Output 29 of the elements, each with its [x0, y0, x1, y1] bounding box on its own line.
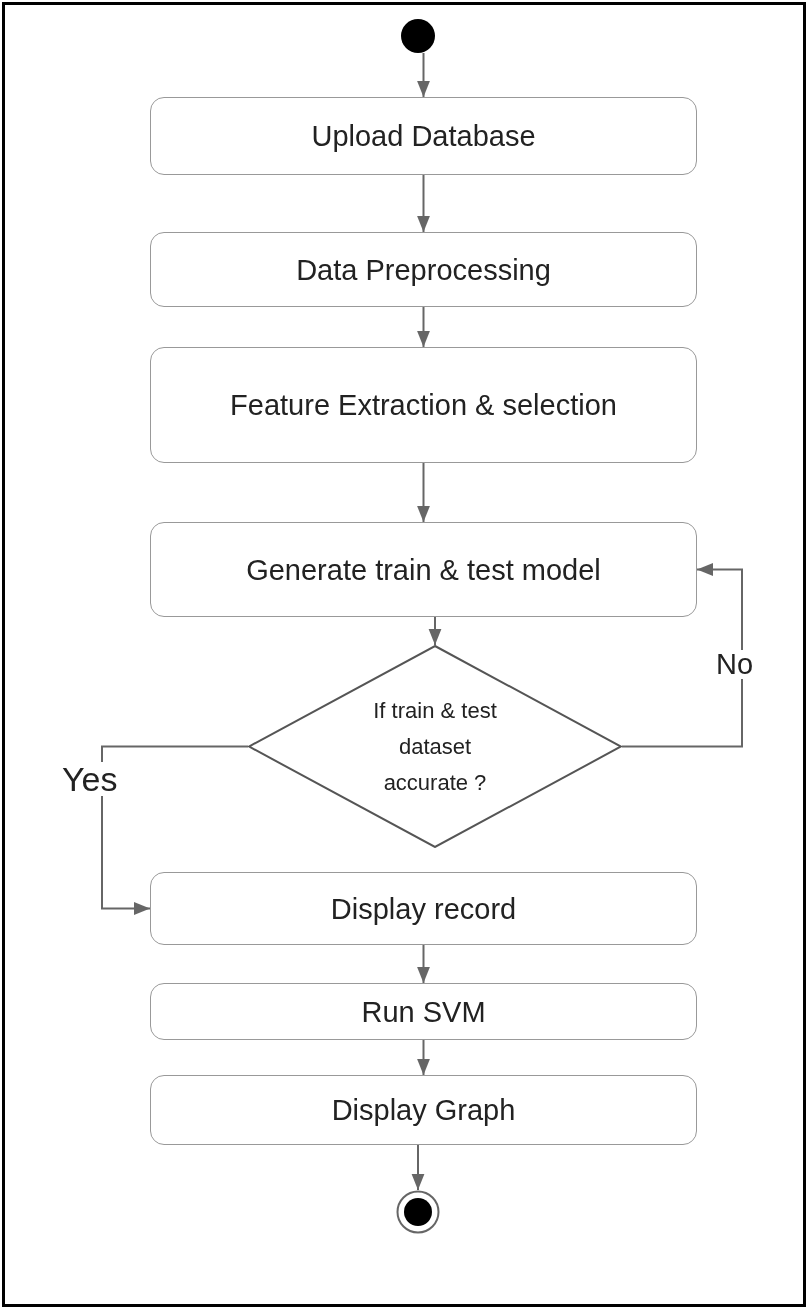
arrow — [417, 306, 430, 348]
edge-label: Yes — [62, 762, 118, 796]
process-label: Run SVM — [360, 994, 487, 1030]
process-box — [150, 232, 697, 307]
arrow — [417, 1039, 430, 1076]
arrow — [417, 944, 430, 984]
process-box — [150, 97, 697, 175]
process-box — [150, 983, 697, 1040]
process-label: Feature Extraction & selection — [229, 388, 618, 423]
arrow — [417, 52, 430, 98]
arrow — [621, 563, 743, 748]
arrow — [101, 745, 249, 915]
decision-text: If train & test dataset accurate ? — [372, 696, 498, 797]
arrow — [417, 174, 430, 233]
arrow — [411, 1144, 425, 1191]
process-label: Generate train & test model — [245, 552, 602, 588]
process-label: Data Preprocessing — [295, 252, 552, 288]
process-label: Display Graph — [330, 1093, 517, 1128]
edge-label: No — [716, 650, 754, 679]
process-box — [150, 347, 697, 463]
arrow — [428, 616, 442, 646]
process-box — [150, 1075, 697, 1145]
arrow — [417, 462, 430, 523]
process-label: Upload Database — [310, 119, 537, 154]
process-label: Display record — [329, 891, 518, 927]
end-node — [396, 1190, 440, 1234]
start-node — [401, 19, 435, 53]
process-box — [150, 522, 697, 617]
process-box — [150, 872, 697, 945]
